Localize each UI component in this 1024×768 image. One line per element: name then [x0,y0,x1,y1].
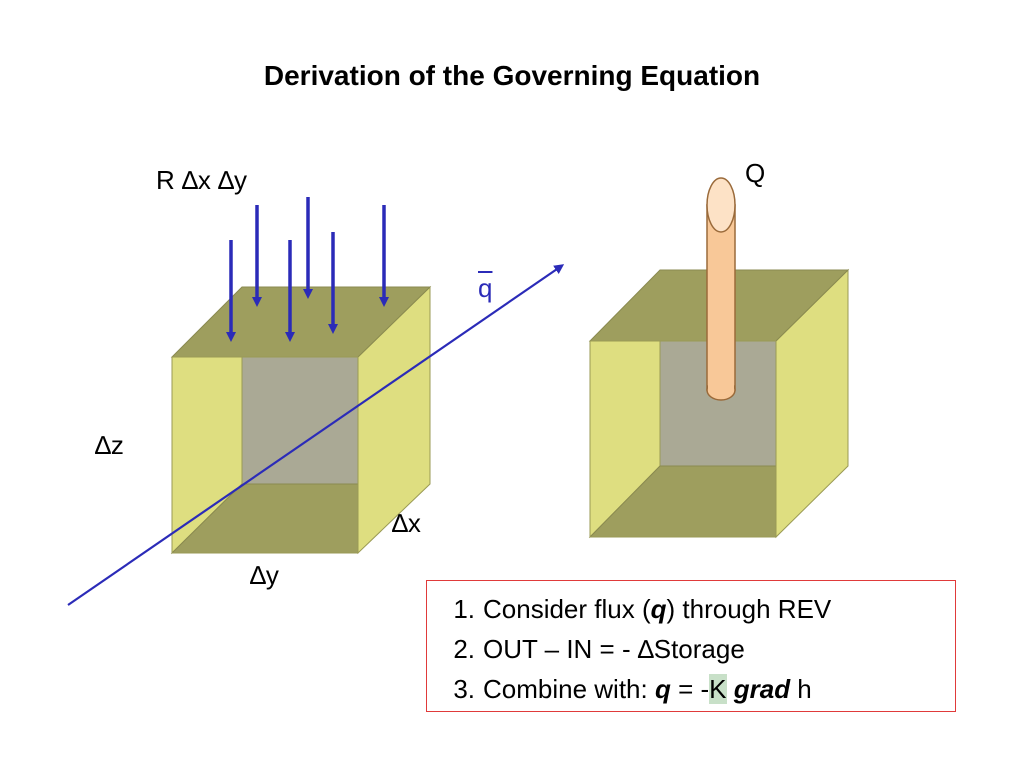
step-item: 3.Combine with: q = -K grad h [453,674,812,704]
recharge-label: R ∆x ∆y [156,165,248,195]
rev-cube-right [588,268,850,539]
step-item: 1.Consider flux (q) through REV [453,594,832,624]
dz-label: ∆z [95,430,124,460]
slide-title: Derivation of the Governing Equation [263,60,761,91]
well-top [706,177,736,233]
recharge-arrows [226,197,389,342]
step-item: 2.OUT – IN = - ∆Storage [453,634,745,664]
cube-left-outline [171,356,359,554]
cube-left-back-face [241,356,359,485]
rev-cube-left [170,285,432,555]
pumping-Q-label: Q [745,158,766,188]
flux-arrow [67,264,565,606]
dy-label: ∆y [250,560,279,590]
dx-label: ∆x [392,508,421,538]
steps-box: 1.Consider flux (q) through REV 2.OUT – … [426,580,956,712]
flux-q-label: q [478,273,493,303]
well-pipe [706,177,736,401]
